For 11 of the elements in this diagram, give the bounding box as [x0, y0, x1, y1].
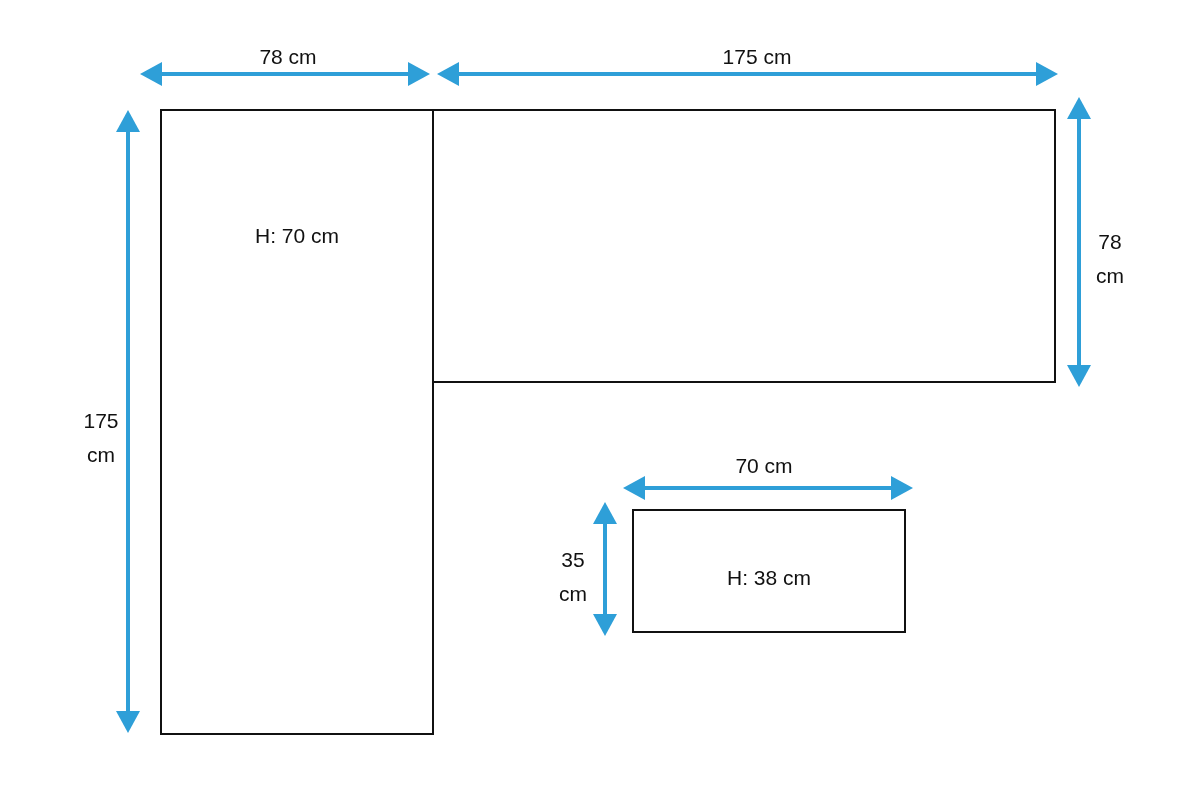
dimension-label: 78 cm [1095, 229, 1125, 289]
dimension-label: 70 cm [734, 453, 794, 479]
dimension-label: 175 cm [721, 44, 793, 70]
table-top-outline [432, 109, 1056, 383]
dimension-label: 35 cm [558, 547, 588, 607]
dimension-label: 175 cm [82, 408, 120, 468]
height-label: H: 38 cm [726, 566, 812, 590]
side-table-outline [632, 509, 906, 633]
height-label: H: 70 cm [254, 224, 340, 248]
table-top-outline [160, 109, 434, 735]
dimension-label: 78 cm [258, 44, 318, 70]
